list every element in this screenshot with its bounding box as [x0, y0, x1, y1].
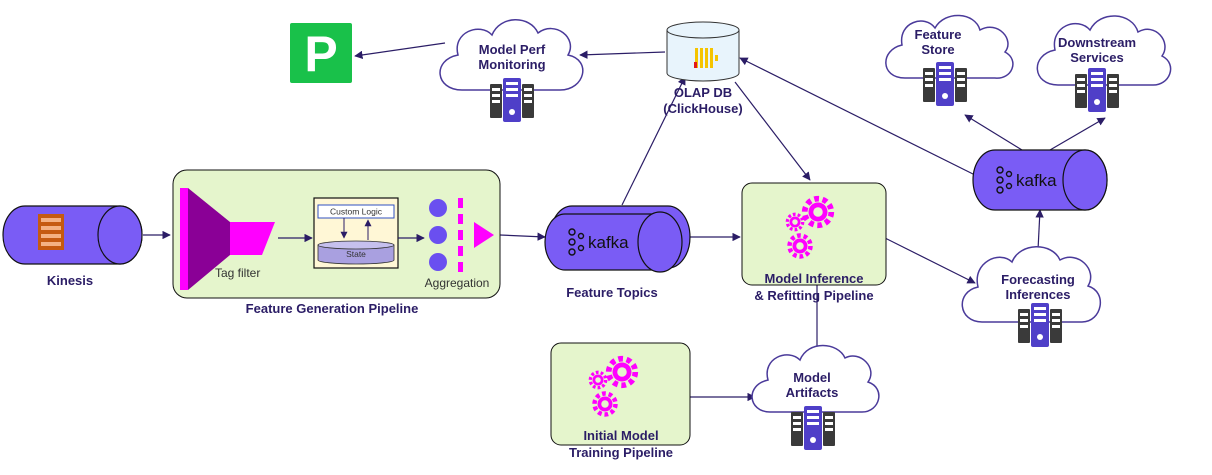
kafka-icon: [568, 228, 585, 256]
pagerduty-logo: P: [290, 23, 352, 83]
feature-topics-brand: kafka: [588, 233, 629, 252]
server-icon: [923, 62, 967, 106]
olap-db-node: OLAP DB (ClickHouse): [663, 21, 743, 116]
artifacts-cloud: Model Artifacts: [751, 344, 880, 450]
artifacts-line1: Model: [793, 370, 831, 385]
downstream-line2: Services: [1070, 50, 1124, 65]
kafka-out-brand: kafka: [1016, 171, 1057, 190]
feature-pipeline-label: Feature Generation Pipeline: [246, 301, 419, 316]
connectors: [143, 42, 1106, 402]
model-perf-line2: Monitoring: [478, 57, 545, 72]
server-icon: [791, 406, 835, 450]
downstream-line1: Downstream: [1058, 35, 1136, 50]
model-perf-cloud: Model Perf Monitoring: [439, 19, 584, 122]
model-perf-line1: Model Perf: [479, 42, 546, 57]
feature-topics-node: kafka Feature Topics: [544, 205, 691, 300]
state-label: State: [346, 249, 366, 259]
kinesis-label: Kinesis: [47, 273, 93, 288]
pagerduty-glyph: P: [304, 26, 337, 82]
aggregation-icon: [429, 198, 494, 272]
forecast-line1: Forecasting: [1001, 272, 1075, 287]
tag-filter-label: Tag filter: [215, 266, 260, 280]
inference-node: Model Inference & Refitting Pipeline: [741, 182, 887, 303]
feature-store-line1: Feature: [915, 27, 962, 42]
feature-store-line2: Store: [921, 42, 954, 57]
tag-filter-funnel-icon: [180, 188, 275, 290]
downstream-cloud: Downstream Services: [1036, 15, 1172, 112]
server-icon: [490, 78, 534, 122]
aggregation-label: Aggregation: [425, 276, 490, 290]
feature-pipeline-node: Tag filter Custom Logic State Aggregatio…: [172, 169, 501, 316]
artifacts-line2: Artifacts: [786, 385, 839, 400]
server-icon: [1018, 303, 1062, 347]
clickhouse-icon: [694, 48, 718, 68]
arrow-inference-to-forecast: [884, 237, 976, 284]
custom-logic-label: Custom Logic: [330, 207, 383, 217]
arrow-model-perf-to-pagerduty: [354, 42, 446, 60]
server-icon: [1075, 68, 1119, 112]
kinesis-node: Kinesis: [2, 205, 143, 288]
aws-kinesis-icon: [38, 214, 64, 250]
feature-topics-label: Feature Topics: [566, 285, 658, 300]
kafka-out-node: kafka: [972, 149, 1108, 211]
olap-label-line1: OLAP DB: [674, 85, 732, 100]
training-line2: Training Pipeline: [569, 445, 673, 460]
inference-line2: & Refitting Pipeline: [754, 288, 873, 303]
feature-store-cloud: Feature Store: [885, 14, 1014, 106]
arrow-kafka-out-to-olap: [739, 57, 976, 176]
forecast-line2: Inferences: [1005, 287, 1070, 302]
training-line1: Initial Model: [583, 428, 658, 443]
training-node: Initial Model Training Pipeline: [550, 342, 691, 460]
kafka-icon: [996, 166, 1013, 194]
arrow-olap-to-inference: [734, 81, 811, 181]
arrow-pipeline-to-feature-topics: [499, 232, 546, 241]
arrow-kafka-out-to-feature-store: [964, 114, 1023, 151]
arrow-olap-to-model-perf: [579, 50, 666, 59]
state-box: Custom Logic State: [313, 197, 399, 269]
arrow-forecast-to-kafka-out: [1035, 209, 1044, 251]
olap-label-line2: (ClickHouse): [663, 101, 742, 116]
forecast-cloud: Forecasting Inferences: [961, 246, 1102, 347]
inference-line1: Model Inference: [765, 271, 864, 286]
arrow-kafka-out-to-downstream: [1049, 117, 1106, 151]
arrow-feature-topics-to-olap: [621, 76, 686, 206]
